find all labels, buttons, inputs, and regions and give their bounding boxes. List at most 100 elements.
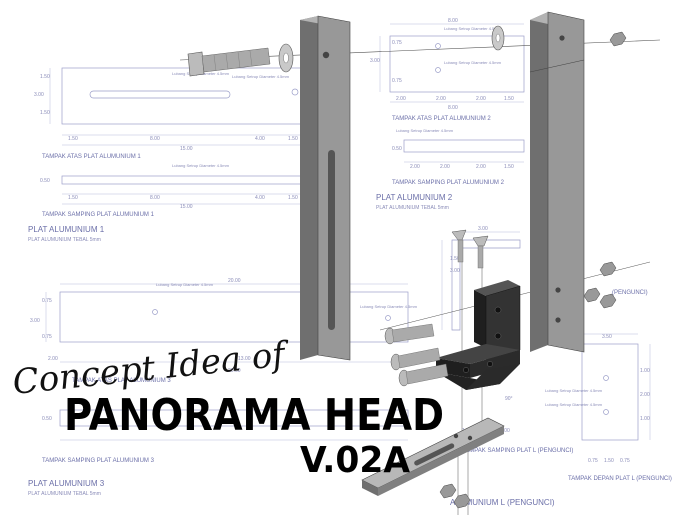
plateL-name: ALUMUNIUM L (PENGUNCI) [450,498,555,507]
dim-label: 3.00 [370,58,380,64]
hole-note: Lubang Setrup Diameter 4.5mm [360,304,418,309]
dim-label: 1.50 [288,195,298,201]
plateL-front-caption: TAMPAK DEPAN PLAT L (PENGUNCI) [568,476,672,482]
dim-label: 1.00 [640,416,650,422]
dim-label: 0.75 [42,298,52,304]
nut-right-3 [599,293,617,309]
dim-label: 0.50 [40,178,50,184]
plateL-side-caption: TAMPAK SAMPING PLAT L (PENGUNCI) [462,448,573,454]
nut-bottom-1 [439,483,457,499]
dim-label: 2.00 [396,96,406,102]
nut-right-2 [583,287,601,303]
dim-label: 1.50 [504,164,514,170]
dim-label: 0.50 [42,416,52,422]
bolt-shank [201,47,271,73]
plate2-name: PLAT ALUMUNIUM 2 [376,193,453,202]
hole-note: Lubang Setrup Diameter 4.5mm [172,163,230,168]
dim-label: 0.75 [392,78,402,84]
dim-label: 3.50 [602,334,612,340]
version-text: V.02A [300,440,410,481]
dim-label: 8.00 [448,105,458,111]
plate1-top-caption: TAMPAK ATAS PLAT ALUMUNIUM 1 [42,154,141,160]
plate1-3d-hole [322,51,330,59]
plate1-name: PLAT ALUMUNIUM 1 [28,225,105,234]
plate3-top-caption: TAMPAK ATAS PLAT ALUMUNIUM 3 [72,378,171,384]
dim-label: 3.00 [30,318,40,324]
plate3-side-outline [59,409,409,427]
plate2-top-caption: TAMPAK ATAS PLAT ALUMUNIUM 2 [392,116,491,122]
dim-label: 3.00 [500,428,510,434]
dim-label: 2.00 [410,164,420,170]
exploded-assembly [179,11,661,515]
pengunci-label: (PENGUNCI) [612,290,648,296]
plate1-hole [291,88,299,96]
dim-label: 3.00 [450,268,460,274]
nut-top [609,31,627,47]
bolt-top [187,47,271,77]
dim-label: 0.75 [42,334,52,340]
plate1-side-caption: TAMPAK SAMPING PLAT ALUMUNIUM 1 [42,212,155,218]
plate1-slot [89,90,231,99]
hole-note: Lubang Setrup Diameter 4.5mm [444,60,502,65]
nut-right-1 [599,261,617,277]
dim-label: 1.50 [40,74,50,80]
plate3-top-outline [59,291,409,343]
dim-label: 13.00 [238,356,251,362]
hole-note: Lubang Setrup Diameter 4.5mm [396,128,454,133]
dim-label: 2.00 [476,164,486,170]
dim-label: 8.00 [448,18,458,24]
nut-bottom-2 [453,493,471,509]
dim-label: 2.00 [436,96,446,102]
dim-label: 1.50 [504,96,514,102]
dim-label: 1.00 [640,368,650,374]
plate3-name: PLAT ALUMUNIUM 3 [28,479,105,488]
dim-label: 3.00 [34,92,44,98]
hole-note: Lubang Setrup Diameter 4.5mm [545,402,603,407]
plate2-3d-side [530,12,548,352]
dim-label: 20.00 [228,278,241,284]
dim-label: 1.50 [288,136,298,142]
hole-note: Lubang Setrup Diameter 4.5mm [545,388,603,393]
plate2-top-outline [389,35,525,93]
dim-label: 8.00 [150,195,160,201]
dim-label: 1.50 [450,256,460,262]
dim-label: 1.50 [68,136,78,142]
plate2-side-caption: TAMPAK SAMPING PLAT ALUMUNIUM 2 [392,180,505,186]
hole-note: Lubang Setrup Diameter 4.5mm [444,26,502,31]
dim-label: 0.75 [588,458,598,464]
angle-label: 90° [505,396,513,402]
screw-pair-top [451,229,489,269]
headline-text: PANORAMA HEAD [64,390,444,441]
side-screws [384,323,449,387]
plate1-side-outline [61,175,307,185]
plate1-3d-slot [328,150,335,330]
plate2-3d [547,11,585,353]
plate1-thickness: PLAT ALUMUNIUM TEBAL 5mm [28,237,101,243]
plate3-3d [361,417,505,496]
dim-label: 15.00 [180,204,193,210]
dim-label: 8.00 [150,136,160,142]
L-bracket [436,280,521,390]
dim-label: 2.00 [640,392,650,398]
dim-label: 2.00 [48,356,58,362]
dim-label: 1.50 [68,195,78,201]
hole-note: Lubang Setrup Diameter 4.5mm [156,282,214,287]
dim-label: 1.50 [604,458,614,464]
plate2-side-outline [403,139,525,153]
dim-label: 2.00 [440,164,450,170]
plate3-thickness: PLAT ALUMUNIUM TEBAL 5mm [28,491,101,497]
dim-label: 1.50 [40,110,50,116]
dim-label: 3.00 [478,226,488,232]
dim-label: 0.50 [392,146,402,152]
plate2-thickness: PLAT ALUMUNIUM TEBAL 5mm [376,205,449,211]
dim-label: 0.75 [392,40,402,46]
dim-label: 4.00 [255,136,265,142]
plate1-3d-side [300,16,318,360]
dim-label: 0.75 [620,458,630,464]
dim-label: 4.00 [255,195,265,201]
hole-note: Lubang Setrup Diameter 4.5mm [232,74,290,79]
plateL-front-outline [581,343,639,441]
bolt-head [187,51,205,77]
